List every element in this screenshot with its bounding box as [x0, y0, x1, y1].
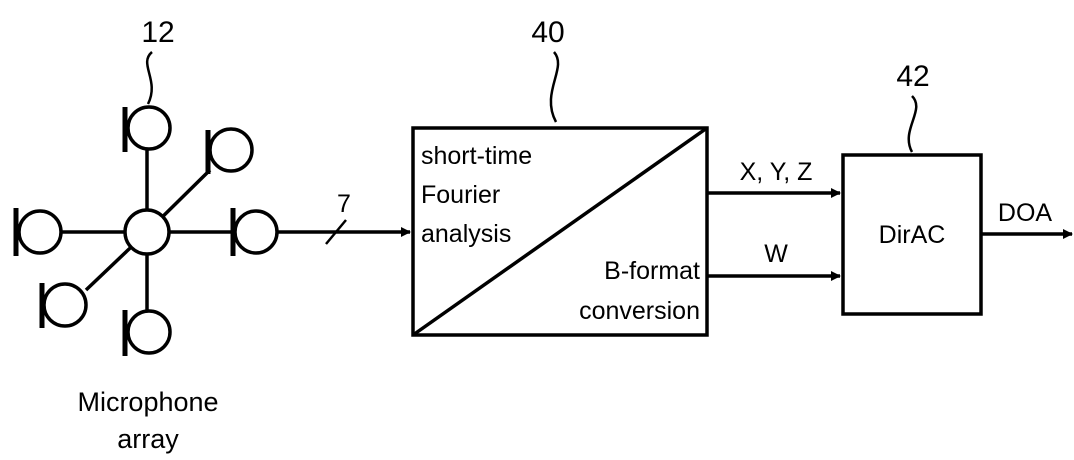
- bformat-label-line1: B-format: [604, 257, 700, 285]
- stft-bformat-block: short-time Fourier analysis B-format con…: [411, 126, 709, 337]
- microphone-icon: [39, 282, 88, 328]
- xyz-signal-label: X, Y, Z: [740, 158, 813, 186]
- leader-line-12: [145, 51, 153, 105]
- dirac-block-label: DirAC: [879, 221, 946, 249]
- microphone-icon: [13, 208, 63, 256]
- microphone-icon: [122, 309, 172, 356]
- dirac-block: DirAC: [841, 153, 983, 316]
- leader-line-42: [907, 95, 918, 153]
- stft-label-line2: Fourier: [421, 181, 500, 209]
- microphone-array: [13, 105, 279, 356]
- microphone-icon: [230, 208, 279, 256]
- stft-label-line3: analysis: [421, 220, 511, 248]
- stft-label-line1: short-time: [421, 142, 532, 170]
- doa-output-label: DOA: [998, 199, 1053, 227]
- w-signal-label: W: [764, 240, 788, 268]
- bus-width-label: 7: [337, 190, 351, 218]
- ref-numeral-42: 42: [896, 60, 929, 93]
- leader-line-40: [549, 51, 560, 123]
- microphone-icon: [205, 127, 254, 174]
- bformat-label-line2: conversion: [579, 297, 700, 325]
- microphone-icon: [122, 105, 172, 152]
- ref-numeral-40: 40: [531, 16, 564, 49]
- array-caption-line2: array: [117, 424, 179, 454]
- stft-block-diagonal: [411, 126, 709, 337]
- array-caption-line1: Microphone: [77, 387, 218, 417]
- ref-numeral-12: 12: [141, 16, 174, 49]
- bus-width-slash: [325, 219, 347, 245]
- array-center-hub: [123, 208, 171, 256]
